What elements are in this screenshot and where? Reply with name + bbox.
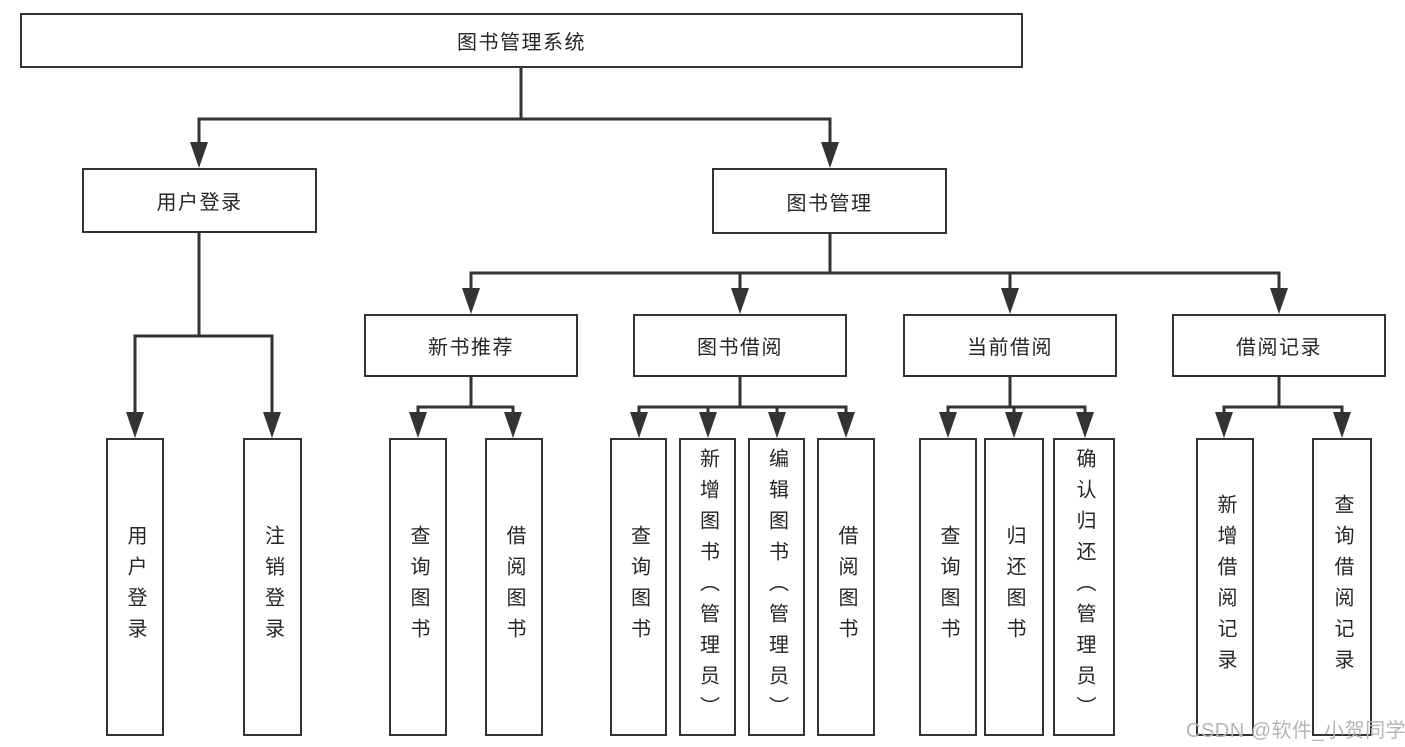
- node-label: 借阅图书: [835, 525, 857, 649]
- node-label: 归还图书: [1003, 525, 1025, 649]
- node-borrowing-records: 借阅记录: [1172, 314, 1386, 377]
- node-query-borrow-record: 查询借阅记录: [1312, 438, 1372, 736]
- node-logout: 注销登录: [243, 438, 302, 736]
- node-add-books-admin: 新增图书（管理员）: [679, 438, 736, 736]
- node-label: 用户登录: [156, 192, 243, 214]
- node-add-borrow-record: 新增借阅记录: [1196, 438, 1254, 736]
- node-label: 编辑图书（管理员）: [765, 447, 788, 727]
- node-label: 新增图书（管理员）: [696, 447, 719, 727]
- node-current-borrowing: 当前借阅: [903, 314, 1117, 377]
- node-query-books: 查询图书: [919, 438, 977, 736]
- node-label: 查询图书: [407, 525, 429, 649]
- node-user-login-leaf: 用户登录: [106, 438, 164, 736]
- node-label: 借阅记录: [1236, 337, 1322, 359]
- node-confirm-return-admin: 确认归还（管理员）: [1053, 438, 1115, 736]
- node-label: 新增借阅记录: [1214, 494, 1236, 680]
- node-label: 当前借阅: [967, 337, 1053, 359]
- node-label: 图书借阅: [697, 337, 783, 359]
- node-label: 查询借阅记录: [1331, 494, 1353, 680]
- node-label: 查询图书: [937, 525, 959, 649]
- node-user-login: 用户登录: [82, 168, 317, 233]
- csdn-watermark: CSDN @软件_小贺同学: [1186, 720, 1405, 742]
- node-label: 图书管理: [786, 192, 873, 215]
- node-borrow-books: 借阅图书: [817, 438, 875, 736]
- node-label: 确认归还（管理员）: [1073, 447, 1095, 727]
- node-book-management: 图书管理: [712, 168, 947, 234]
- node-label: 用户登录: [124, 525, 146, 649]
- node-book-borrowing: 图书借阅: [633, 314, 847, 377]
- node-edit-books-admin: 编辑图书（管理员）: [748, 438, 805, 736]
- node-query-books: 查询图书: [389, 438, 447, 736]
- node-label: 图书管理系统: [457, 32, 586, 54]
- node-query-books: 查询图书: [610, 438, 667, 736]
- node-new-book-recommendation: 新书推荐: [364, 314, 578, 377]
- node-label: 查询图书: [627, 525, 650, 649]
- node-library-management-system: 图书管理系统: [20, 13, 1023, 68]
- node-label: 新书推荐: [428, 337, 514, 359]
- node-label: 借阅图书: [503, 525, 525, 649]
- node-return-books: 归还图书: [984, 438, 1044, 736]
- node-label: 注销登录: [261, 525, 284, 649]
- node-borrow-books: 借阅图书: [485, 438, 543, 736]
